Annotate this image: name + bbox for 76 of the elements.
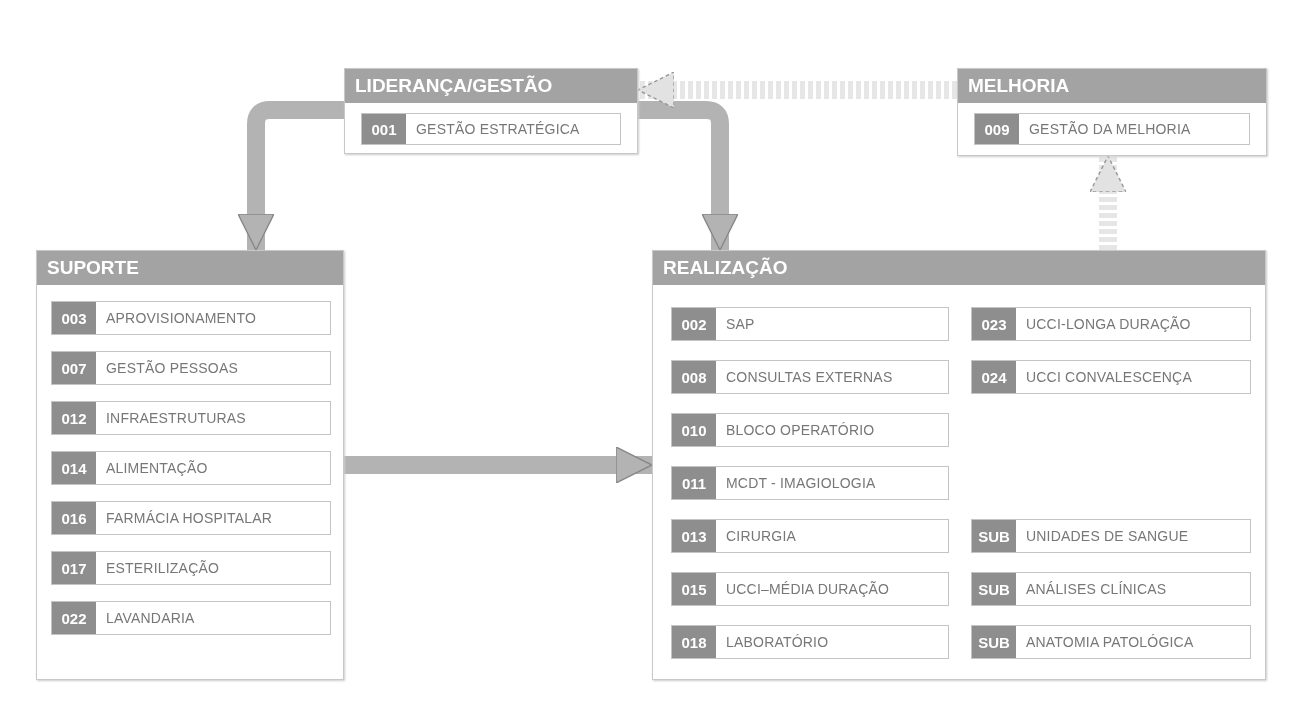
process-code: 003 <box>52 302 96 334</box>
process-code: SUB <box>972 573 1016 605</box>
process-name: ESTERILIZAÇÃO <box>105 559 221 578</box>
process-name: CONSULTAS EXTERNAS <box>725 368 894 387</box>
process-code: 010 <box>672 414 716 446</box>
process-item <box>971 519 1251 553</box>
process-code: 012 <box>52 402 96 434</box>
process-item <box>51 601 331 635</box>
group-panel <box>36 250 344 680</box>
process-code: SUB <box>972 520 1016 552</box>
group-panel <box>957 68 1267 156</box>
process-name: LAVANDARIA <box>105 609 196 628</box>
process-code: 022 <box>52 602 96 634</box>
process-name: ANÁLISES CLÍNICAS <box>1025 580 1168 599</box>
process-item <box>971 360 1251 394</box>
process-code: 011 <box>672 467 716 499</box>
process-name: UNIDADES DE SANGUE <box>1025 527 1190 546</box>
process-item <box>671 360 949 394</box>
process-name: CIRURGIA <box>725 527 798 546</box>
process-code: 014 <box>52 452 96 484</box>
process-name: UCCI–MÉDIA DURAÇÃO <box>725 580 891 599</box>
block-arrow <box>237 101 344 251</box>
process-name: LABORATÓRIO <box>725 633 830 652</box>
process-item <box>971 572 1251 606</box>
process-name: GESTÃO DA MELHORIA <box>1028 120 1192 139</box>
process-code: 008 <box>672 361 716 393</box>
process-name: UCCI-LONGA DURAÇÃO <box>1025 315 1192 334</box>
process-item <box>671 307 949 341</box>
process-item <box>51 551 331 585</box>
group-heading: LIDERANÇA/GESTÃO <box>345 69 637 103</box>
process-name: MCDT - IMAGIOLOGIA <box>725 474 877 493</box>
process-code: 024 <box>972 361 1016 393</box>
process-item <box>51 351 331 385</box>
process-item <box>671 466 949 500</box>
process-name: BLOCO OPERATÓRIO <box>725 421 876 440</box>
process-item <box>974 113 1250 145</box>
group-panel <box>652 250 1266 680</box>
process-item <box>51 301 331 335</box>
process-name: SAP <box>725 315 756 334</box>
process-item <box>361 113 621 145</box>
process-name: APROVISIONAMENTO <box>105 309 257 328</box>
process-name: ALIMENTAÇÃO <box>105 459 209 478</box>
block-arrow <box>1089 155 1127 250</box>
process-name: ANATOMIA PATOLÓGICA <box>1025 633 1195 652</box>
process-code: 013 <box>672 520 716 552</box>
group-heading: REALIZAÇÃO <box>653 251 1265 285</box>
process-item <box>671 413 949 447</box>
group-panel <box>344 68 638 154</box>
process-name: FARMÁCIA HOSPITALAR <box>105 509 274 528</box>
process-item <box>51 501 331 535</box>
process-item <box>671 572 949 606</box>
process-name: INFRAESTRUTURAS <box>105 409 247 428</box>
process-code: 007 <box>52 352 96 384</box>
process-code: 015 <box>672 573 716 605</box>
process-code: 001 <box>362 114 406 144</box>
process-item <box>51 401 331 435</box>
process-item <box>671 519 949 553</box>
block-arrow <box>344 446 653 484</box>
process-item <box>51 451 331 485</box>
process-code: SUB <box>972 626 1016 658</box>
group-heading: SUPORTE <box>37 251 343 285</box>
block-arrow <box>638 101 739 251</box>
process-code: 023 <box>972 308 1016 340</box>
group-heading: MELHORIA <box>958 69 1266 103</box>
process-code: 009 <box>975 114 1019 144</box>
block-arrow <box>637 71 957 109</box>
process-name: GESTÃO ESTRATÉGICA <box>415 120 581 139</box>
process-name: GESTÃO PESSOAS <box>105 359 239 378</box>
process-code: 018 <box>672 626 716 658</box>
process-item <box>671 625 949 659</box>
process-item <box>971 307 1251 341</box>
process-code: 002 <box>672 308 716 340</box>
process-item <box>971 625 1251 659</box>
process-code: 017 <box>52 552 96 584</box>
process-code: 016 <box>52 502 96 534</box>
process-name: UCCI CONVALESCENÇA <box>1025 368 1193 387</box>
